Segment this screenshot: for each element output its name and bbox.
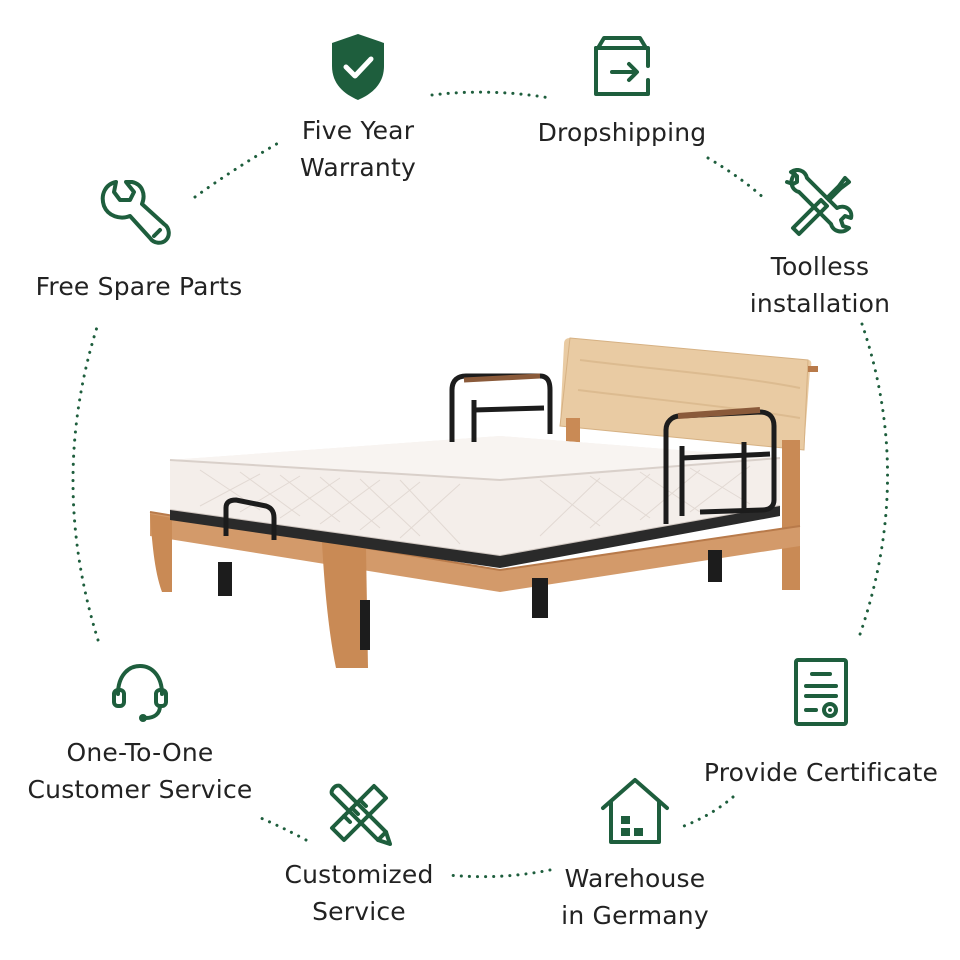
dropshipping-label: Dropshipping (537, 118, 707, 147)
connector-spareparts-warranty (193, 140, 282, 199)
connector-dropshipping-toolless (706, 156, 768, 202)
feature-warranty: Five Year Warranty (278, 32, 438, 186)
spare-parts-label: Free Spare Parts (35, 272, 243, 301)
feature-warehouse: Warehouse in Germany (552, 774, 718, 934)
frame-rail (150, 512, 800, 592)
certificate-icon (794, 658, 848, 726)
wrench-screwdriver-icon (785, 168, 854, 236)
feature-dropshipping: Dropshipping (520, 34, 724, 151)
warehouse-label: Warehouse in Germany (561, 864, 709, 930)
shield-check-icon (332, 34, 384, 100)
pencil-ruler-icon (329, 783, 392, 846)
box-arrow-icon (594, 36, 650, 96)
connector-warranty-dropshipping (430, 90, 552, 100)
connector-warehouse-customized (446, 868, 552, 879)
toolless-label: Toolless installation (749, 252, 891, 318)
feature-toolless: Toolless installation (734, 168, 906, 322)
feature-certificate: Provide Certificate (694, 656, 948, 791)
house-icon (601, 778, 669, 844)
wrench-icon (100, 180, 171, 245)
customer-service-label: One-To-One Customer Service (27, 738, 253, 804)
customized-label: Customized Service (284, 860, 434, 926)
connector-toolless-certificate (856, 322, 890, 642)
certificate-label: Provide Certificate (703, 758, 939, 787)
feature-spare-parts: Free Spare Parts (24, 178, 254, 305)
feature-customized: Customized Service (278, 778, 440, 930)
warranty-label: Five Year Warranty (300, 116, 416, 182)
bed-photo (149, 337, 818, 668)
headset-icon (112, 664, 168, 722)
feature-customer-service: One-To-One Customer Service (24, 662, 256, 808)
connector-service-spareparts (71, 322, 100, 642)
rail-front (663, 409, 777, 524)
